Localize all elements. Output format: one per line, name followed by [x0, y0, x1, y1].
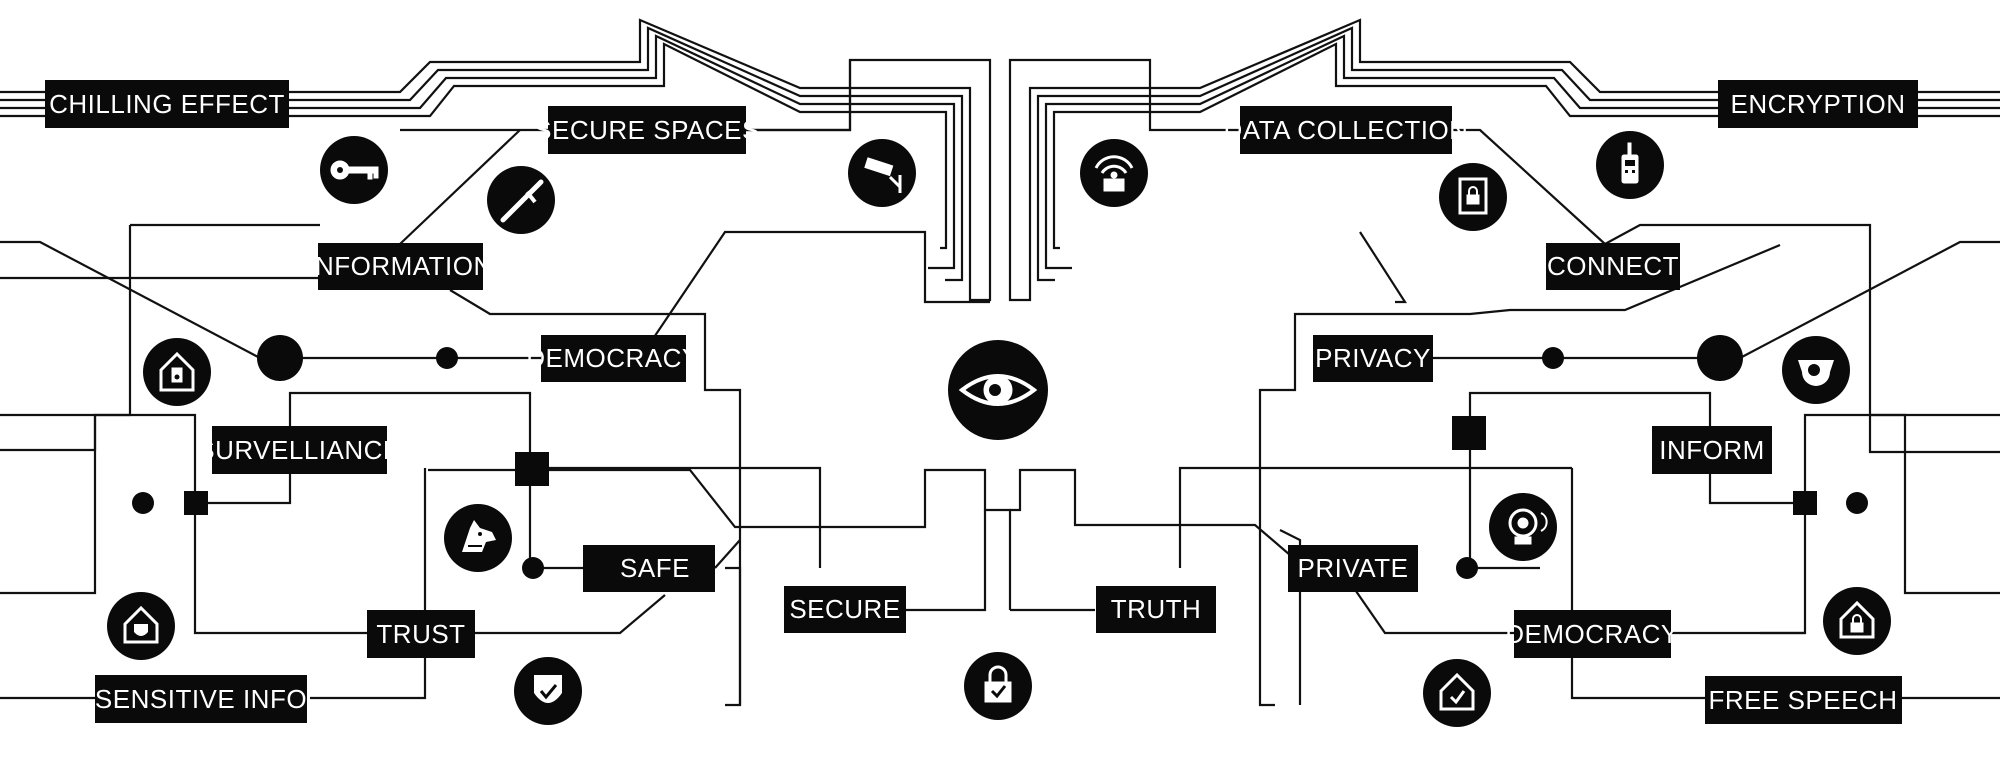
junction-dot: [132, 492, 154, 514]
label-sensitive-info: SENSITIVE INFO: [95, 675, 307, 723]
house-check-icon: [1423, 659, 1491, 727]
svg-text:INFORM: INFORM: [1659, 435, 1765, 465]
label-inform: INFORM: [1652, 426, 1772, 474]
svg-text:TRUST: TRUST: [376, 619, 465, 649]
safe-lock-icon: [1439, 163, 1507, 231]
label-chilling-effect: CHILLING EFFECT: [45, 80, 289, 128]
house-lock-icon: [1823, 587, 1891, 655]
label-safe: SAFE: [583, 545, 715, 592]
junction-dot: [522, 557, 544, 579]
label-survelliance: SURVELLIANCE: [197, 426, 401, 474]
svg-text:SURVELLIANCE: SURVELLIANCE: [197, 435, 401, 465]
label-democracy-left: DEMOCRACY: [526, 335, 700, 382]
junction-square: [1793, 491, 1817, 515]
svg-text:INFORMATION: INFORMATION: [307, 251, 493, 281]
eye-icon: [948, 340, 1048, 440]
walkie-talkie-icon: [1596, 131, 1664, 199]
guard-dog-icon: [444, 504, 512, 572]
label-truth: TRUTH: [1096, 586, 1216, 633]
baton-icon: [487, 166, 555, 234]
signal-tower-icon: [1080, 139, 1148, 207]
junction-dot: [1846, 492, 1868, 514]
circuit-nodes: [132, 335, 1868, 579]
label-privacy: PRIVACY: [1313, 335, 1433, 382]
cctv-camera-icon: [848, 139, 916, 207]
svg-text:CHILLING EFFECT: CHILLING EFFECT: [49, 89, 285, 119]
svg-text:CONNECT: CONNECT: [1547, 251, 1679, 281]
junction-dot: [1456, 557, 1478, 579]
svg-text:DEMOCRACY: DEMOCRACY: [526, 343, 700, 373]
label-private: PRIVATE: [1288, 545, 1418, 592]
label-trust: TRUST: [367, 610, 475, 658]
svg-text:PRIVATE: PRIVATE: [1298, 553, 1409, 583]
house-alarm-icon: [143, 338, 211, 406]
label-encryption: ENCRYPTION: [1718, 80, 1918, 128]
alarm-bell-icon: [1489, 493, 1557, 561]
junction-dot: [257, 335, 303, 381]
label-connect: CONNECT: [1546, 243, 1680, 290]
shield-house-icon: [107, 592, 175, 660]
svg-text:DEMOCRACY: DEMOCRACY: [1505, 619, 1679, 649]
junction-square: [515, 452, 549, 486]
svg-text:SAFE: SAFE: [620, 553, 690, 583]
svg-text:PRIVACY: PRIVACY: [1315, 343, 1431, 373]
label-secure-spaces: SECURE SPACES: [534, 106, 760, 154]
svg-text:DATA COLLECTION: DATA COLLECTION: [1224, 115, 1469, 145]
junction-square: [184, 491, 208, 515]
svg-text:ENCRYPTION: ENCRYPTION: [1731, 89, 1906, 119]
svg-text:FREE SPEECH: FREE SPEECH: [1709, 685, 1898, 715]
svg-text:SECURE: SECURE: [789, 594, 900, 624]
junction-dot: [436, 347, 458, 369]
svg-text:SECURE SPACES: SECURE SPACES: [534, 115, 760, 145]
shield-check-icon: [514, 657, 582, 725]
junction-square: [1452, 416, 1486, 450]
svg-text:TRUTH: TRUTH: [1111, 594, 1202, 624]
dome-camera-icon: [1782, 336, 1850, 404]
key-icon: [320, 136, 388, 204]
label-data-collection: DATA COLLECTION: [1224, 106, 1469, 154]
padlock-check-icon: [964, 652, 1032, 720]
junction-dot: [1697, 335, 1743, 381]
junction-dot: [1542, 347, 1564, 369]
label-democracy-right: DEMOCRACY: [1505, 610, 1679, 658]
label-information: INFORMATION: [307, 243, 493, 290]
circuit-wires: [0, 18, 2000, 707]
label-secure: SECURE: [784, 586, 906, 633]
label-free-speech: FREE SPEECH: [1705, 676, 1902, 724]
svg-text:SENSITIVE INFO: SENSITIVE INFO: [95, 684, 307, 714]
